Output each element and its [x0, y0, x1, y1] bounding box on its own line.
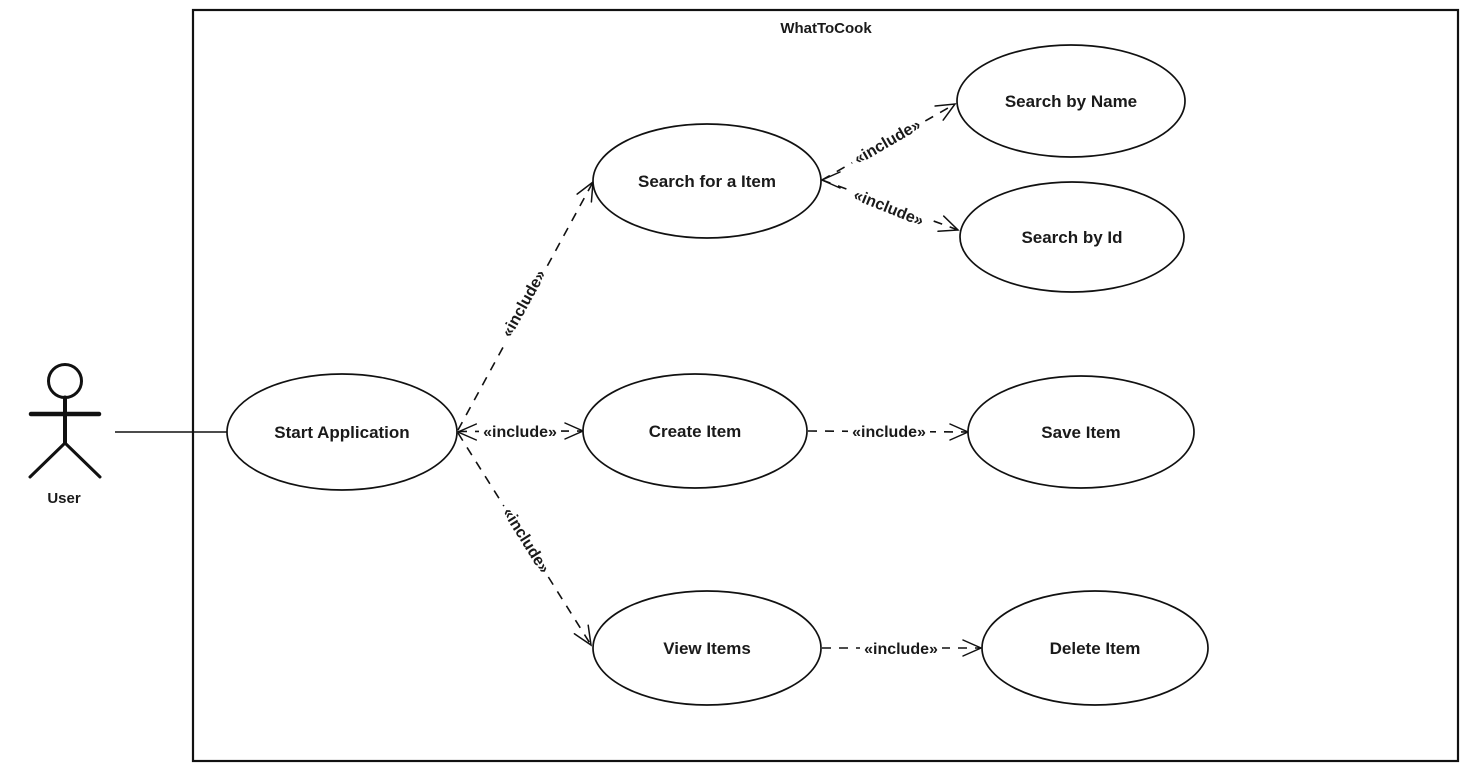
arrowhead-into-search-by-name [934, 103, 957, 121]
user-actor-icon [28, 363, 102, 479]
include-label: «include» [499, 267, 550, 340]
usecase-search-by-name: Search by Name [956, 44, 1186, 158]
include-view-items-to-delete-item: «include» [822, 638, 983, 658]
usecase-search-for-a-item: Search for a Item [592, 123, 822, 239]
include-create-item-to-save-item: «include» [807, 421, 970, 441]
include-label: «include» [852, 424, 926, 441]
actor-label: User [47, 490, 81, 507]
system-title: WhatToCook [780, 20, 872, 37]
include-search-item-to-search-by-name: «include» [820, 103, 957, 189]
arrowhead-into-search-for-a-item-right [820, 171, 841, 189]
system-boundary [191, 8, 1460, 763]
include-search-item-to-search-by-id: «include» [821, 179, 960, 233]
usecase-label: Save Item [1041, 423, 1120, 442]
usecase-delete-item: Delete Item [981, 590, 1209, 706]
usecase-search-by-id: Search by Id [959, 181, 1185, 293]
usecase-start-application: Start Application [226, 373, 458, 491]
include-start-to-view-items: «include» [457, 432, 592, 647]
usecase-label: Search for a Item [638, 172, 776, 191]
actor-right-leg [63, 441, 102, 479]
usecase-label: View Items [663, 639, 751, 658]
usecase-label: Delete Item [1050, 639, 1141, 658]
usecase-view-items: View Items [592, 590, 822, 706]
usecase-save-item: Save Item [967, 375, 1195, 489]
include-start-to-search-item: «include» [457, 180, 594, 431]
usecase-label: Search by Id [1021, 228, 1122, 247]
include-label: «include» [852, 116, 925, 168]
include-start-to-create-item: «include» [456, 421, 585, 441]
include-label: «include» [483, 424, 557, 441]
arrowhead-into-delete-item [962, 639, 983, 657]
usecase-label: Create Item [649, 422, 742, 441]
include-label: «include» [499, 505, 553, 577]
arrowhead-into-view-items [573, 624, 592, 647]
actor-head [47, 363, 83, 399]
actor-left-leg [28, 441, 67, 479]
usecase-label: Search by Name [1005, 92, 1137, 111]
arrowhead-into-search-by-id [937, 215, 960, 233]
arrowhead-into-start-application [456, 423, 478, 441]
usecase-label: Start Application [274, 423, 409, 442]
usecase-create-item: Create Item [582, 373, 808, 489]
include-label: «include» [864, 641, 938, 658]
